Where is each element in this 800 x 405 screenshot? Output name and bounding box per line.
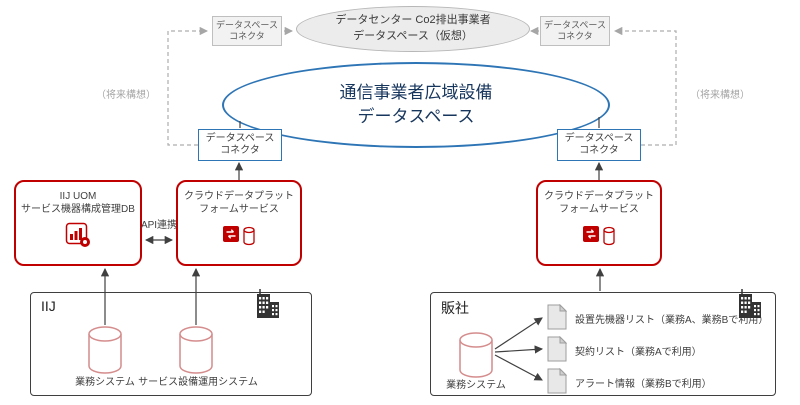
connector-label: データスペース xyxy=(216,19,278,30)
cylinder-label: 業務システム xyxy=(446,380,506,391)
database-cylinder-icon xyxy=(178,326,214,374)
connector-label: コネクタ xyxy=(220,145,260,156)
hansha-group-title: 販社 xyxy=(441,300,469,316)
cloud-platform-box-right: クラウドデータプラット フォームサービス xyxy=(536,180,662,266)
iij-uom-line2: サービス機器構成管理DB xyxy=(21,204,135,215)
connector-label: データスペース xyxy=(564,132,634,144)
cloud-right-line1: クラウドデータプラット xyxy=(544,191,654,202)
connector-box-mid-right: データスペース コネクタ xyxy=(557,129,641,161)
main-dataspace-line1: 通信事業者広域設備 xyxy=(339,83,493,103)
sync-database-icon xyxy=(582,222,616,248)
document-icon xyxy=(547,303,568,330)
virtual-dataspace-ellipse: データセンター Co2排出事業者 データスペース（仮想） xyxy=(296,6,530,52)
database-cylinder-icon xyxy=(87,326,123,374)
cylinder-label: 業務システム xyxy=(75,377,135,388)
cloud-left-line1: クラウドデータプラット xyxy=(184,191,294,202)
document-label: 契約リスト（業務Aで利用） xyxy=(575,347,702,358)
connector-label: データスペース xyxy=(544,19,606,30)
iij-uom-box: IIJ UOM サービス機器構成管理DB xyxy=(14,180,142,266)
connector-box-top-right: データスペース コネクタ xyxy=(540,16,610,46)
future-plan-label-right: （将来構想） xyxy=(690,90,750,101)
main-dataspace-ellipse: 通信事業者広域設備 データスペース xyxy=(222,62,610,148)
connector-box-mid-left: データスペース コネクタ xyxy=(198,129,282,161)
virtual-dataspace-line1: データセンター Co2排出事業者 xyxy=(335,14,491,27)
iij-group-title: IIJ xyxy=(41,298,56,314)
connector-box-top-left: データスペース コネクタ xyxy=(212,16,282,46)
main-dataspace-line2: データスペース xyxy=(357,107,475,126)
cylinder-label: サービス設備運用システム xyxy=(138,377,258,388)
connector-label: コネクタ xyxy=(229,31,265,41)
cloud-platform-box-left: クラウドデータプラット フォームサービス xyxy=(176,180,302,266)
virtual-dataspace-line2: データスペース（仮想） xyxy=(353,30,473,42)
chart-gear-icon xyxy=(65,222,91,248)
connector-label: データスペース xyxy=(205,132,275,144)
document-icon xyxy=(547,367,568,394)
cloud-right-line2: フォームサービス xyxy=(559,204,639,215)
database-cylinder-icon xyxy=(458,332,494,378)
document-icon xyxy=(547,335,568,362)
building-icon xyxy=(254,288,282,318)
document-label: 設置先機器リスト（業務A、業務Bで利用） xyxy=(575,315,769,326)
document-label: アラート情報（業務Bで利用） xyxy=(575,379,712,390)
future-plan-label-left: （将来構想） xyxy=(96,90,156,101)
connector-label: コネクタ xyxy=(579,145,619,156)
iij-uom-line1: IIJ UOM xyxy=(59,191,97,202)
iij-group-box: IIJ xyxy=(30,292,312,396)
connector-label: コネクタ xyxy=(557,31,593,41)
api-link-label: API連携 xyxy=(140,220,178,231)
hansha-group-box: 販社 xyxy=(430,292,776,396)
cloud-left-line2: フォームサービス xyxy=(199,204,279,215)
building-icon xyxy=(736,288,764,318)
sync-database-icon xyxy=(222,222,256,248)
